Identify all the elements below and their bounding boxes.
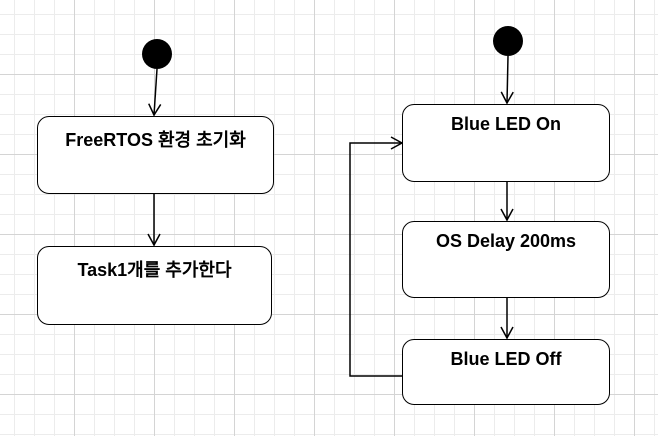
loop-arrow-led-off-to-led-on <box>349 136 404 377</box>
init-node: FreeRTOS 환경 초기화 <box>37 116 274 194</box>
add-task-node: Task1개를 추가한다 <box>37 246 272 325</box>
arrow-start-to-init <box>148 68 162 117</box>
delay-node-label: OS Delay 200ms <box>435 231 577 251</box>
init-node-label: FreeRTOS 환경 초기화 <box>65 130 246 150</box>
start-node-right <box>493 26 523 56</box>
led-off-node-label: Blue LED Off <box>450 349 562 369</box>
delay-node: OS Delay 200ms <box>402 221 610 298</box>
led-on-node: Blue LED On <box>402 104 610 182</box>
add-task-node-label: Task1개를 추가한다 <box>77 260 232 280</box>
arrow-start-to-led-on <box>500 55 514 105</box>
led-off-node: Blue LED Off <box>402 339 610 405</box>
led-on-node-label: Blue LED On <box>450 114 561 134</box>
start-node-left <box>142 39 172 69</box>
